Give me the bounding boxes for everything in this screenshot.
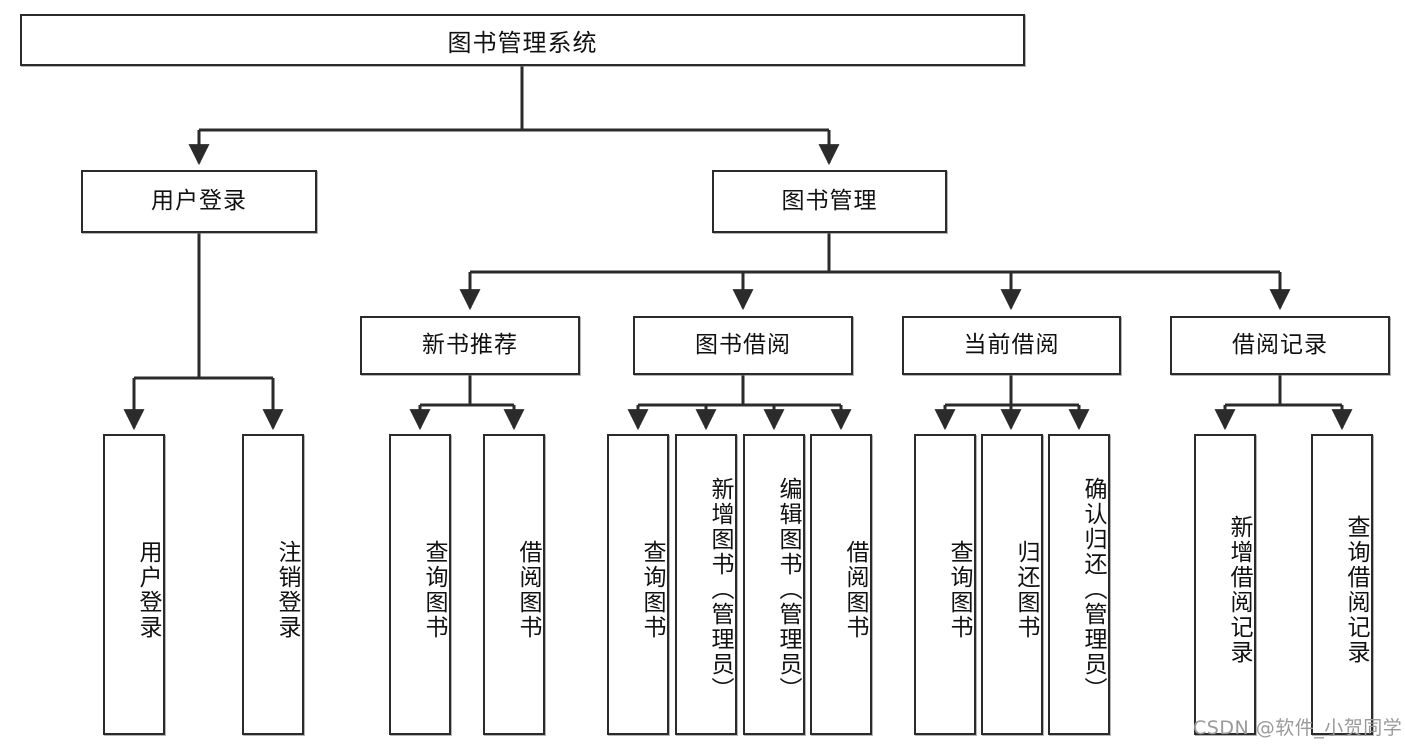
- node-label: 归还图书: [1013, 539, 1039, 640]
- node-label: 编辑图书（管理员）: [775, 477, 801, 702]
- leaf-user-login[interactable]: 用户登录: [103, 434, 165, 735]
- leaf-borrow-book[interactable]: 借阅图书: [810, 434, 872, 735]
- node-new-book-recommend[interactable]: 新书推荐: [360, 316, 580, 375]
- node-label: 图书管理系统: [447, 28, 598, 57]
- leaf-add-borrow-record[interactable]: 新增借阅记录: [1194, 434, 1256, 735]
- node-label: 用户登录: [151, 187, 247, 214]
- leaf-add-book-admin[interactable]: 新增图书（管理员）: [675, 434, 737, 735]
- node-label: 查询图书: [639, 539, 665, 640]
- node-label: 用户登录: [135, 539, 161, 640]
- node-label: 查询图书: [421, 539, 447, 640]
- node-borrow-record[interactable]: 借阅记录: [1170, 316, 1390, 375]
- node-label: 查询借阅记录: [1343, 514, 1369, 665]
- leaf-query-book-borrow[interactable]: 查询图书: [607, 434, 669, 735]
- leaf-query-book-recommend[interactable]: 查询图书: [389, 434, 451, 735]
- csdn-watermark: CSDN @软件_小贺同学: [1193, 717, 1403, 739]
- leaf-logout[interactable]: 注销登录: [242, 434, 304, 735]
- node-root-system[interactable]: 图书管理系统: [20, 14, 1025, 66]
- node-current-borrow[interactable]: 当前借阅: [902, 316, 1121, 375]
- node-label: 查询图书: [946, 539, 972, 640]
- leaf-query-book-current[interactable]: 查询图书: [914, 434, 976, 735]
- leaf-edit-book-admin[interactable]: 编辑图书（管理员）: [743, 434, 805, 735]
- node-label: 新书推荐: [422, 331, 518, 358]
- node-user-login[interactable]: 用户登录: [81, 170, 317, 233]
- node-label: 借阅图书: [515, 539, 541, 640]
- node-book-borrow[interactable]: 图书借阅: [633, 316, 853, 375]
- node-label: 新增借阅记录: [1226, 514, 1252, 665]
- node-label: 新增图书（管理员）: [707, 477, 733, 702]
- node-label: 借阅图书: [842, 539, 868, 640]
- node-book-management[interactable]: 图书管理: [712, 170, 947, 233]
- leaf-borrow-book-recommend[interactable]: 借阅图书: [483, 434, 545, 735]
- node-label: 图书借阅: [695, 331, 791, 358]
- node-label: 注销登录: [274, 539, 300, 640]
- node-label: 当前借阅: [963, 331, 1060, 358]
- node-label: 借阅记录: [1232, 331, 1328, 358]
- node-label: 图书管理: [781, 187, 878, 214]
- leaf-query-borrow-record[interactable]: 查询借阅记录: [1311, 434, 1373, 735]
- node-label: 确认归还（管理员）: [1080, 477, 1106, 702]
- leaf-return-book[interactable]: 归还图书: [981, 434, 1043, 735]
- leaf-confirm-return-admin[interactable]: 确认归还（管理员）: [1048, 434, 1110, 735]
